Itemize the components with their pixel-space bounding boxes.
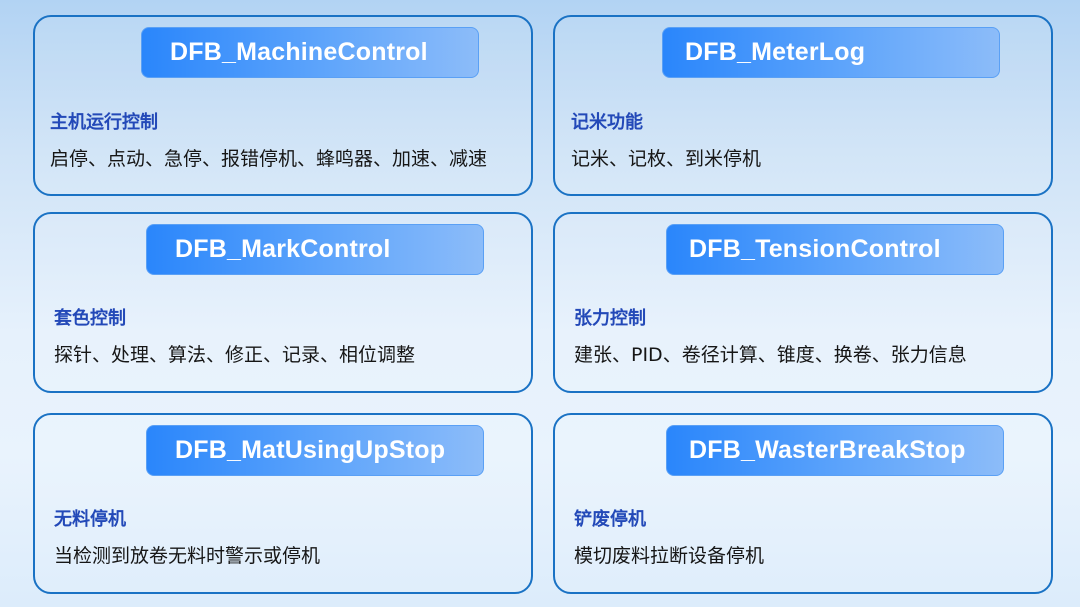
module-heading: 无料停机: [54, 509, 126, 530]
module-description: 记米、记枚、到米停机: [571, 148, 762, 170]
module-heading: 主机运行控制: [50, 112, 158, 133]
module-description: 探针、处理、算法、修正、记录、相位调整: [54, 344, 416, 366]
module-name-badge: DFB_MachineControl: [141, 27, 479, 78]
module-card-machine-control: DFB_MachineControl 主机运行控制 启停、点动、急停、报错停机、…: [33, 15, 533, 196]
module-description: 当检测到放卷无料时警示或停机: [54, 545, 321, 567]
module-name-badge: DFB_MeterLog: [662, 27, 1000, 78]
module-description: 建张、PID、卷径计算、锥度、换卷、张力信息: [574, 344, 967, 366]
module-card-tension-control: DFB_TensionControl 张力控制 建张、PID、卷径计算、锥度、换…: [553, 212, 1053, 393]
module-description: 模切废料拉断设备停机: [574, 545, 765, 567]
module-card-meter-log: DFB_MeterLog 记米功能 记米、记枚、到米停机: [553, 15, 1053, 196]
module-heading: 套色控制: [54, 308, 126, 329]
module-description: 启停、点动、急停、报错停机、蜂鸣器、加速、减速: [50, 148, 488, 170]
module-card-waster-break-stop: DFB_WasterBreakStop 铲废停机 模切废料拉断设备停机: [553, 413, 1053, 594]
module-name-badge: DFB_MatUsingUpStop: [146, 425, 484, 476]
module-heading: 铲废停机: [574, 509, 646, 530]
module-heading: 记米功能: [571, 112, 643, 133]
module-card-mark-control: DFB_MarkControl 套色控制 探针、处理、算法、修正、记录、相位调整: [33, 212, 533, 393]
module-name-badge: DFB_WasterBreakStop: [666, 425, 1004, 476]
module-name-badge: DFB_MarkControl: [146, 224, 484, 275]
module-heading: 张力控制: [574, 308, 646, 329]
module-card-mat-using-up-stop: DFB_MatUsingUpStop 无料停机 当检测到放卷无料时警示或停机: [33, 413, 533, 594]
module-name-badge: DFB_TensionControl: [666, 224, 1004, 275]
